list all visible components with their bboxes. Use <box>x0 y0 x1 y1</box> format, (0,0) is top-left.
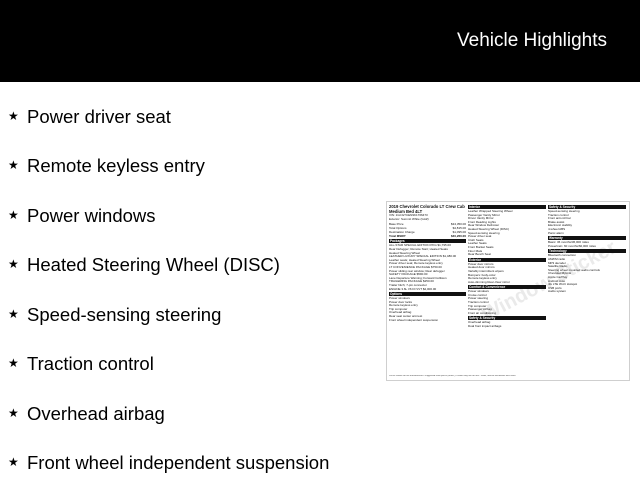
feature-label: Speed-sensing steering <box>27 304 221 326</box>
sticker-line: Rear Bench Seat <box>468 253 546 257</box>
sticker-line: Audio system <box>548 290 626 294</box>
sticker-section-heading: Safety & Security <box>468 316 546 320</box>
feature-label: Overhead airbag <box>27 403 165 425</box>
feature-label: Power windows <box>27 205 156 227</box>
sticker-line: Auto-dimming Rear-View mirror <box>468 281 546 285</box>
star-icon: ★ <box>8 109 27 123</box>
feature-item: ★Speed-sensing steering <box>8 290 329 340</box>
price-label: Total MSRP <box>389 235 405 239</box>
feature-list: ★Power driver seat★Remote keyless entry★… <box>8 92 329 488</box>
feature-item: ★Heated Steering Wheel (DISC) <box>8 241 329 291</box>
feature-item: ★Overhead airbag <box>8 389 329 439</box>
feature-item: ★Power windows <box>8 191 329 241</box>
window-sticker-thumbnail[interactable]: Window Sticker 2019 Chevrolet Colorado L… <box>386 201 630 381</box>
feature-item: ★Remote keyless entry <box>8 142 329 192</box>
star-icon: ★ <box>8 406 27 420</box>
feature-item: ★Power driver seat <box>8 92 329 142</box>
sticker-line: Front air conditioning <box>468 312 546 316</box>
feature-item: ★Front wheel independent suspension <box>8 439 329 488</box>
star-icon: ★ <box>8 257 27 271</box>
sticker-line: Panic alarm <box>548 232 626 236</box>
sticker-line: Powertrain: 60 months/60,000 miles <box>548 245 626 249</box>
sticker-footnote: Prices shown are the manufacturer's sugg… <box>389 375 625 378</box>
star-icon: ★ <box>8 208 27 222</box>
sticker-section-heading: Exterior <box>468 258 546 262</box>
sticker-title: 2019 Chevrolet Colorado LT Crew Cab Medi… <box>389 204 466 214</box>
page-title: Vehicle Highlights <box>457 30 607 52</box>
feature-label: Heated Steering Wheel (DISC) <box>27 254 280 276</box>
header-bar: Vehicle Highlights <box>0 0 640 82</box>
feature-label: Remote keyless entry <box>27 155 205 177</box>
sticker-section-heading: Options <box>389 292 466 296</box>
sticker-section-heading: Comfort & Convenience <box>468 285 546 289</box>
sticker-price-row: Total MSRP $40,260.00 <box>389 235 466 239</box>
sticker-line: Front wheel independent suspension <box>389 319 466 323</box>
sticker-section-heading: Interior <box>468 205 546 209</box>
sticker-section-heading: Technology <box>548 249 626 253</box>
sticker-column-1: 2019 Chevrolet Colorado LT Crew Cab Medi… <box>389 204 466 322</box>
feature-item: ★Traction control <box>8 340 329 390</box>
sticker-section-heading: Warranty <box>548 236 626 240</box>
star-icon: ★ <box>8 455 27 469</box>
sticker-section-heading: Packages <box>389 239 466 243</box>
feature-label: Front wheel independent suspension <box>27 452 329 474</box>
star-icon: ★ <box>8 356 27 370</box>
sticker-line: ENGINE 3.6L V6 DI VVT $2,000.00 <box>389 288 466 292</box>
feature-label: Power driver seat <box>27 106 171 128</box>
star-icon: ★ <box>8 158 27 172</box>
star-icon: ★ <box>8 307 27 321</box>
sticker-line: Dual front impact airbags <box>468 325 546 329</box>
price-value: $40,260.00 <box>451 235 466 239</box>
sticker-section-heading: Safety & Security <box>548 205 626 209</box>
feature-label: Traction control <box>27 353 154 375</box>
